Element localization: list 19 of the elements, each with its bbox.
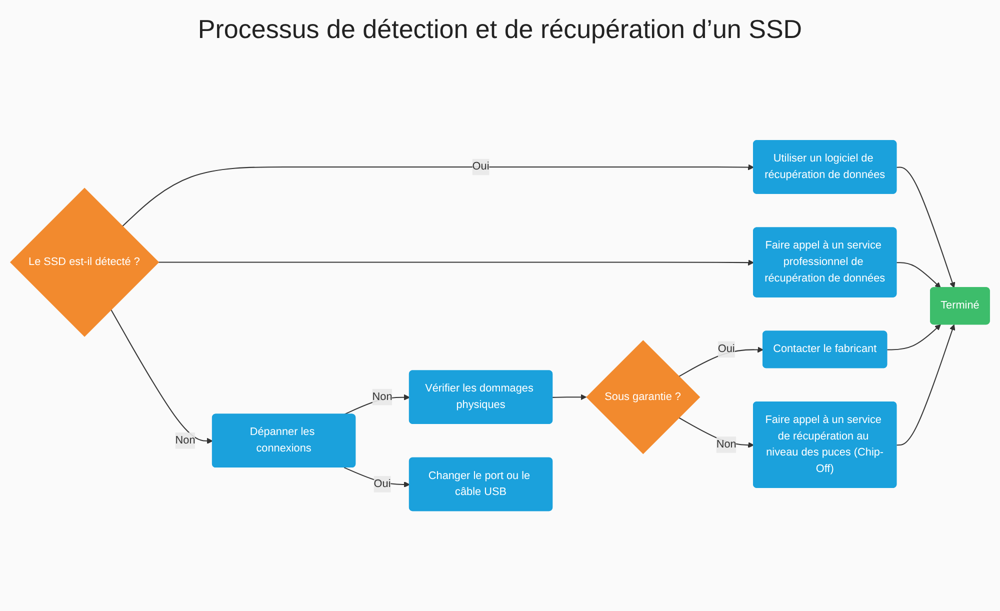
node-diamond: Sous garantie ?	[586, 340, 700, 454]
arrow	[552, 394, 587, 400]
arrow	[344, 394, 410, 416]
diagram-title: Processus de détection et de récupération d’un SSD	[196, 14, 804, 45]
arrow	[122, 164, 754, 228]
edge-label: Non	[175, 434, 196, 446]
arrow	[887, 324, 941, 351]
arrow	[158, 260, 754, 266]
arrow	[110, 310, 213, 444]
edge-label: Oui	[718, 344, 735, 356]
arrow	[896, 262, 941, 288]
node-diamond: Le SSD est-il détecté ?	[10, 188, 160, 338]
edge-label: Oui	[374, 478, 391, 490]
edge-label: Oui	[472, 161, 490, 173]
arrow	[896, 324, 956, 446]
arrow	[678, 347, 764, 378]
edge-label: Non	[716, 439, 736, 451]
arrow	[896, 167, 956, 288]
edge-label: Non	[372, 391, 392, 403]
